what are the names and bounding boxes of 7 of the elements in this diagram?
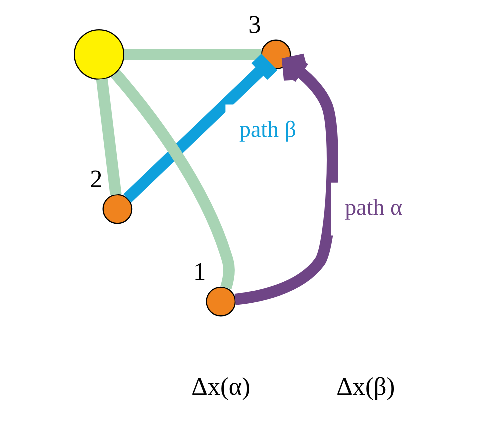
edge-label: path β <box>239 116 296 142</box>
node-label: 3 <box>248 11 262 40</box>
node-label: 2 <box>90 166 103 194</box>
edge-label: path α <box>345 195 402 220</box>
node-label: 1 <box>194 258 206 286</box>
label: Δx(β) <box>336 372 396 401</box>
label: Δx(α) <box>192 372 251 401</box>
